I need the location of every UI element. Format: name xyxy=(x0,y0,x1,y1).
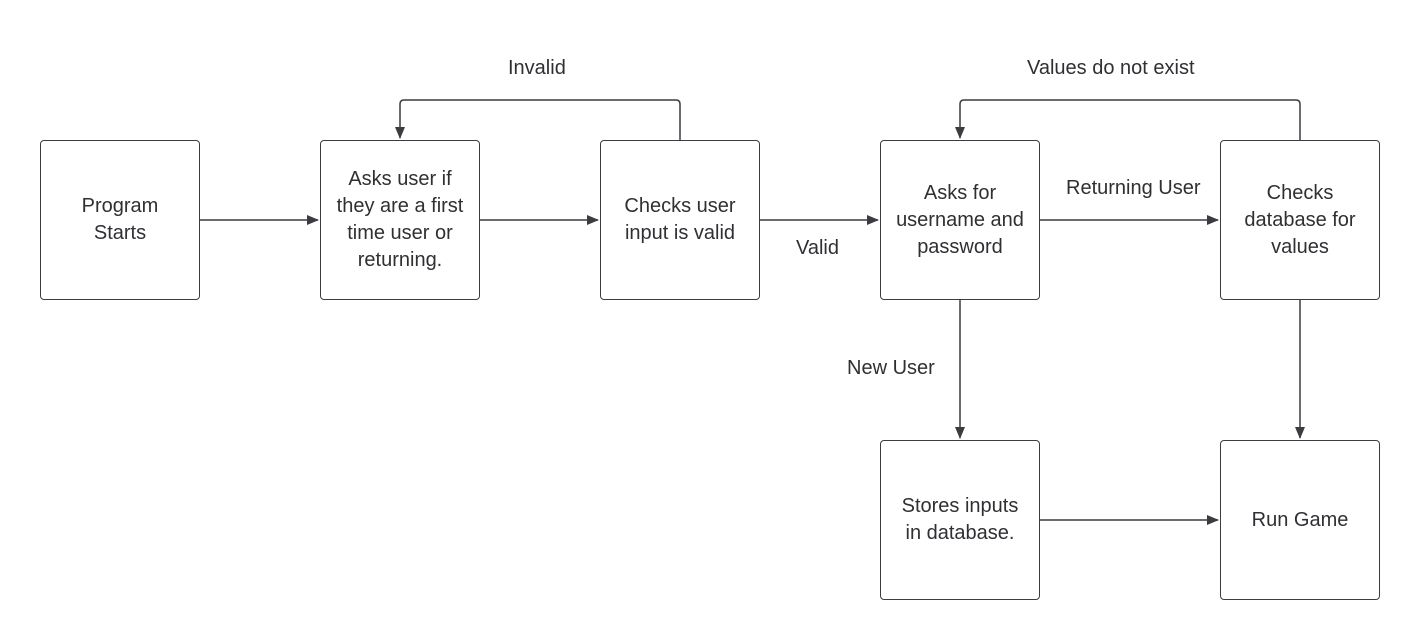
node-asks-user-type: Asks user if they are a first time user … xyxy=(320,140,480,300)
edge-label-values-do-not-exist: Values do not exist xyxy=(1027,57,1195,79)
node-checks-input-label: Checks user input is valid xyxy=(624,195,736,244)
node-program-starts-label: Program Starts xyxy=(81,195,159,244)
edge-label-invalid: Invalid xyxy=(508,57,566,79)
node-asks-user-type-label: Asks user if they are a first time user … xyxy=(336,168,464,271)
node-checks-database-label: Checks database for values xyxy=(1244,181,1356,258)
node-program-starts: Program Starts xyxy=(40,140,200,300)
edge-invalid-loop xyxy=(395,99,681,140)
edge-label-returning-user: Returning User xyxy=(1066,177,1201,199)
node-stores-inputs-label: Stores inputs in database. xyxy=(901,495,1019,544)
node-checks-input: Checks user input is valid xyxy=(600,140,760,300)
node-run-game-label: Run Game xyxy=(1251,508,1349,531)
node-run-game: Run Game xyxy=(1220,440,1380,600)
edge-label-new-user: New User xyxy=(847,357,935,379)
node-stores-inputs: Stores inputs in database. xyxy=(880,440,1040,600)
edge-label-valid: Valid xyxy=(796,237,839,259)
node-checks-database: Checks database for values xyxy=(1220,140,1380,300)
node-asks-credentials: Asks for username and password xyxy=(880,140,1040,300)
node-asks-credentials-label: Asks for username and password xyxy=(896,181,1024,258)
edge-values-missing-loop xyxy=(955,99,1301,140)
